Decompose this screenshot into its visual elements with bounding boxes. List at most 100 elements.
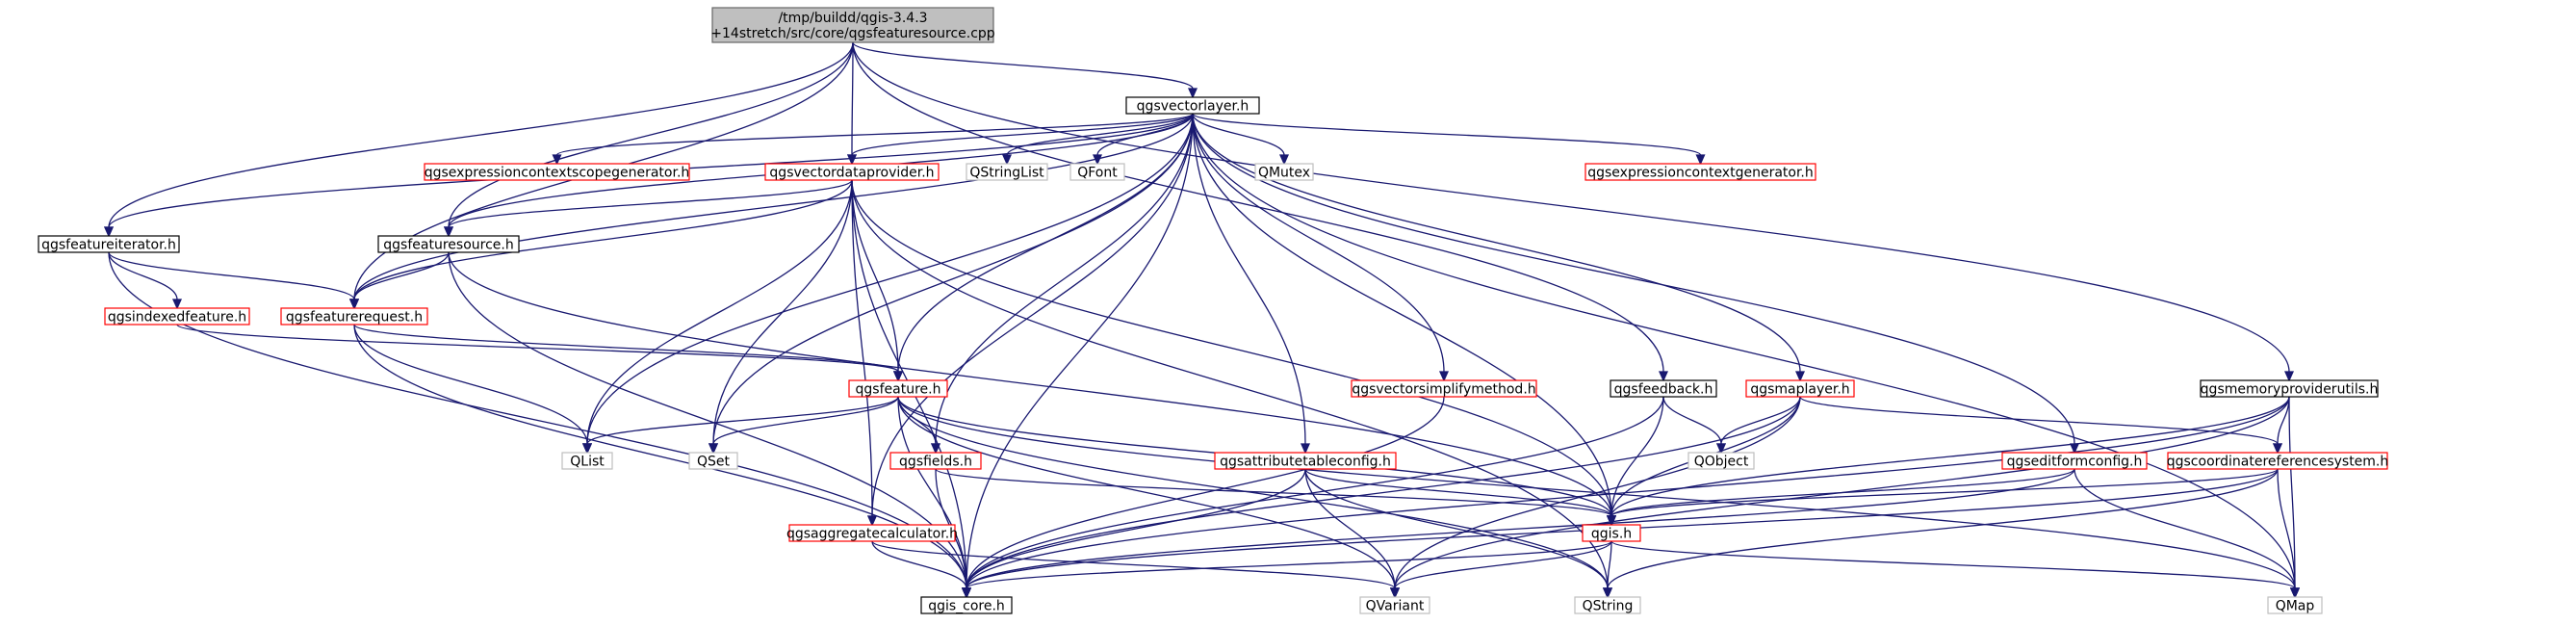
node-label: QStringList (969, 166, 1044, 181)
arrowhead (930, 443, 941, 455)
arrowhead (1715, 443, 1727, 455)
node-qgsindexedfeature-h[interactable]: qgsindexedfeature.h (104, 307, 250, 326)
arrowhead (961, 587, 972, 599)
node-QMap[interactable]: QMap (2267, 596, 2323, 614)
arrowhead (1695, 154, 1706, 166)
node-box (561, 452, 613, 470)
node-qgscoordinatereferencesystem-h[interactable]: qgscoordinatereferencesystem.h (2167, 452, 2389, 470)
node-QString[interactable]: QString (1574, 596, 1641, 614)
node-box (377, 235, 520, 253)
node-box (1069, 163, 1125, 181)
node-label: qgis.h (1591, 527, 1632, 542)
edge-qgsaggregatecalculator_h-to-QVariant (871, 540, 1401, 599)
node-qgsvectordataprovider-h[interactable]: qgsvectordataprovider.h (764, 163, 940, 181)
node-box (788, 524, 956, 542)
node-label: QMap (2276, 599, 2315, 614)
node-label: qgscoordinatereferencesystem.h (2167, 455, 2389, 470)
node-box (1254, 163, 1314, 181)
node-label: +14stretch/src/core/qgsfeaturesource.cpp (710, 26, 995, 41)
node-box (1574, 596, 1641, 614)
node-box (2167, 452, 2388, 470)
node-box (2001, 452, 2148, 470)
arrowhead (1794, 371, 1806, 382)
arrowhead (2283, 371, 2295, 382)
edge-qgsaggregatecalculator_h-to-qgis_core_h (871, 540, 972, 599)
edge-qgsfeaturesource_h-to-qgis_core_h (448, 251, 972, 599)
edge-qgsvectorlayer_h-to-qgsfeature_h (892, 113, 1194, 382)
edge-qgsvectorlayer_h-to-qgsvectordataprovider_h (846, 113, 1194, 166)
node-qgsfeature-h[interactable]: qgsfeature.h (848, 379, 948, 398)
node-qgsexpressioncontextscopegenerator-h[interactable]: qgsexpressioncontextscopegenerator.h (424, 163, 690, 181)
arrowhead (1658, 371, 1669, 382)
node-qgsmaplayer-h[interactable]: qgsmaplayer.h (1745, 379, 1855, 398)
node-label: qgsvectordataprovider.h (769, 166, 934, 181)
node-qgis-core-h[interactable]: qgis_core.h (920, 596, 1013, 614)
edge-qgis_h-to-QMap (1610, 540, 2301, 599)
node-qgseditformconfig-h[interactable]: qgseditformconfig.h (2001, 452, 2148, 470)
node-qgsaggregatecalculator-h[interactable]: qgsaggregatecalculator.h (786, 524, 958, 542)
node-QMutex[interactable]: QMutex (1254, 163, 1314, 181)
node-qgsfeaturerequest-h[interactable]: qgsfeaturerequest.h (280, 307, 428, 326)
node-qgsfeatureiterator-h[interactable]: qgsfeatureiterator.h (38, 235, 180, 253)
arrowhead (581, 443, 593, 455)
edge-qgsmaplayer_h-to-QObject (1715, 396, 1801, 455)
arrowhead (1001, 154, 1013, 166)
edge-qgsvectorlayer_h-to-qgsexpressioncontextgenerator_h (1192, 113, 1706, 166)
edge-root-to-qgsmemoryproviderutils_h (852, 41, 2295, 382)
edge-qgis_h-to-qgis_core_h (961, 540, 1612, 599)
node-QFont[interactable]: QFont (1069, 163, 1125, 181)
edge-qgis_h-to-QVariant (1389, 540, 1612, 599)
arrowhead (1300, 443, 1311, 455)
node-label: qgsmaplayer.h (1750, 382, 1849, 398)
node-box (848, 379, 948, 398)
node-label: QFont (1077, 166, 1118, 181)
node-box (424, 163, 690, 181)
node-QVariant[interactable]: QVariant (1359, 596, 1430, 614)
edge-qgsfeaturerequest_h-to-QList (353, 324, 593, 455)
arrowhead (1187, 88, 1198, 99)
edge-qgsvectorlayer_h-to-QStringList (1001, 113, 1194, 166)
node-label: QList (570, 455, 605, 470)
node-root[interactable]: /tmp/buildd/qgis-3.4.3+14stretch/src/cor… (710, 7, 995, 43)
edge-root-to-qgsfeedback_h (852, 41, 1669, 382)
node-box (2200, 379, 2379, 398)
node-label: qgsindexedfeature.h (108, 310, 246, 326)
node-box (38, 235, 180, 253)
arrowhead (348, 299, 360, 310)
edge-qgscoordinatereferencesystem_h-to-QString (1602, 468, 2279, 599)
edge-qgsfeatureiterator_h-to-qgis_core_h (108, 251, 972, 599)
edge-qgsattributetableconfig_h-to-qgis_core_h (961, 468, 1306, 599)
node-label: QSet (697, 455, 731, 470)
node-box (1584, 163, 1816, 181)
node-label: qgis_core.h (928, 599, 1005, 614)
arrowhead (552, 154, 562, 166)
node-qgsexpressioncontextgenerator-h[interactable]: qgsexpressioncontextgenerator.h (1584, 163, 1816, 181)
node-label: qgsvectorsimplifymethod.h (1352, 382, 1535, 398)
node-QStringList[interactable]: QStringList (966, 163, 1048, 181)
edge-qgsvectorlayer_h-to-qgsvectorsimplifymethod_h (1192, 113, 1450, 382)
edge-qgsmaplayer_h-to-QVariant (1389, 396, 1801, 599)
node-label: QVariant (1366, 599, 1425, 614)
edge-qgsvectordataprovider_h-to-qgsaggregatecalculator_h (851, 179, 878, 527)
node-label: qgsfeaturerequest.h (286, 310, 423, 326)
node-label: qgsfeatureiterator.h (41, 238, 176, 253)
edge-qgis_h-to-QString (1602, 540, 1613, 599)
node-QObject[interactable]: QObject (1687, 452, 1755, 470)
node-label: qgsexpressioncontextgenerator.h (1587, 166, 1814, 181)
node-qgsfeedback-h[interactable]: qgsfeedback.h (1610, 379, 1717, 398)
node-qgsvectorsimplifymethod-h[interactable]: qgsvectorsimplifymethod.h (1351, 379, 1537, 398)
node-qgsattributetableconfig-h[interactable]: qgsattributetableconfig.h (1214, 452, 1397, 470)
node-qgsfields-h[interactable]: qgsfields.h (889, 452, 982, 470)
arrowhead (2289, 587, 2301, 599)
node-QList[interactable]: QList (561, 452, 613, 470)
node-qgsmemoryproviderutils-h[interactable]: qgsmemoryproviderutils.h (2200, 379, 2379, 398)
node-qgsvectorlayer-h[interactable]: qgsvectorlayer.h (1125, 96, 1260, 115)
node-QSet[interactable]: QSet (688, 452, 738, 470)
node-qgis-h[interactable]: qgis.h (1582, 524, 1641, 542)
node-label: QString (1583, 599, 1634, 614)
arrowhead (708, 443, 719, 455)
arrowhead (846, 154, 858, 166)
edge-qgsfeaturesource_h-to-qgsfeaturerequest_h (348, 251, 450, 310)
edge-qgscoordinatereferencesystem_h-to-qgis_h (1606, 468, 2279, 527)
node-qgsfeaturesource-h[interactable]: qgsfeaturesource.h (377, 235, 520, 253)
